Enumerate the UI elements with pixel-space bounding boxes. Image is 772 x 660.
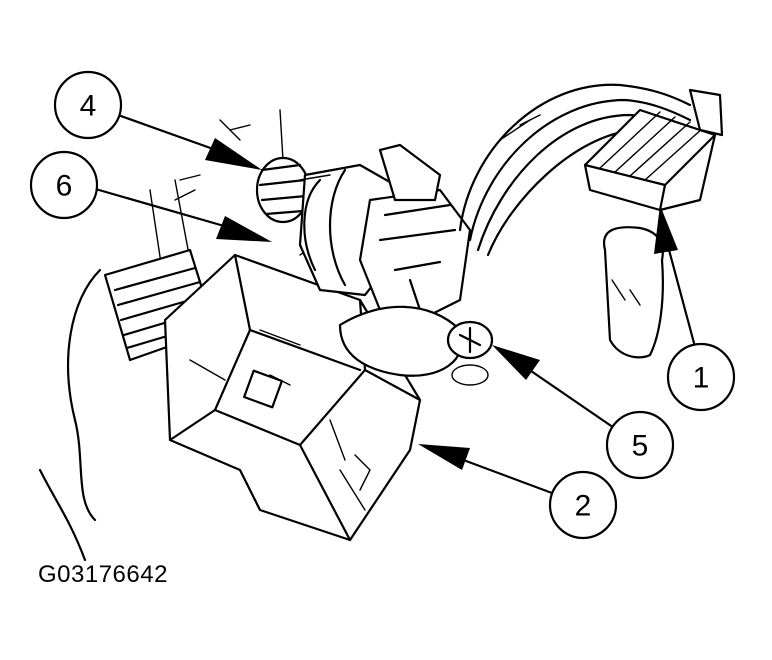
background-panel <box>602 226 664 359</box>
connector-plug-1 <box>583 88 724 212</box>
callout-2: 2 <box>548 470 618 540</box>
callout-6-label: 6 <box>56 170 73 203</box>
callout-1-label: 1 <box>693 362 710 395</box>
callout-1: 1 <box>666 342 736 412</box>
screw-5 <box>446 320 494 386</box>
callout-4-label: 4 <box>80 90 97 123</box>
callout-6: 6 <box>29 150 99 220</box>
callout-5: 5 <box>605 410 675 480</box>
figure-id: G03176642 <box>38 561 168 588</box>
callout-4: 4 <box>53 70 123 140</box>
connector-head <box>338 143 472 377</box>
callout-2-label: 2 <box>575 490 592 523</box>
callout-5-label: 5 <box>632 430 649 463</box>
leader-arrows <box>90 113 700 498</box>
